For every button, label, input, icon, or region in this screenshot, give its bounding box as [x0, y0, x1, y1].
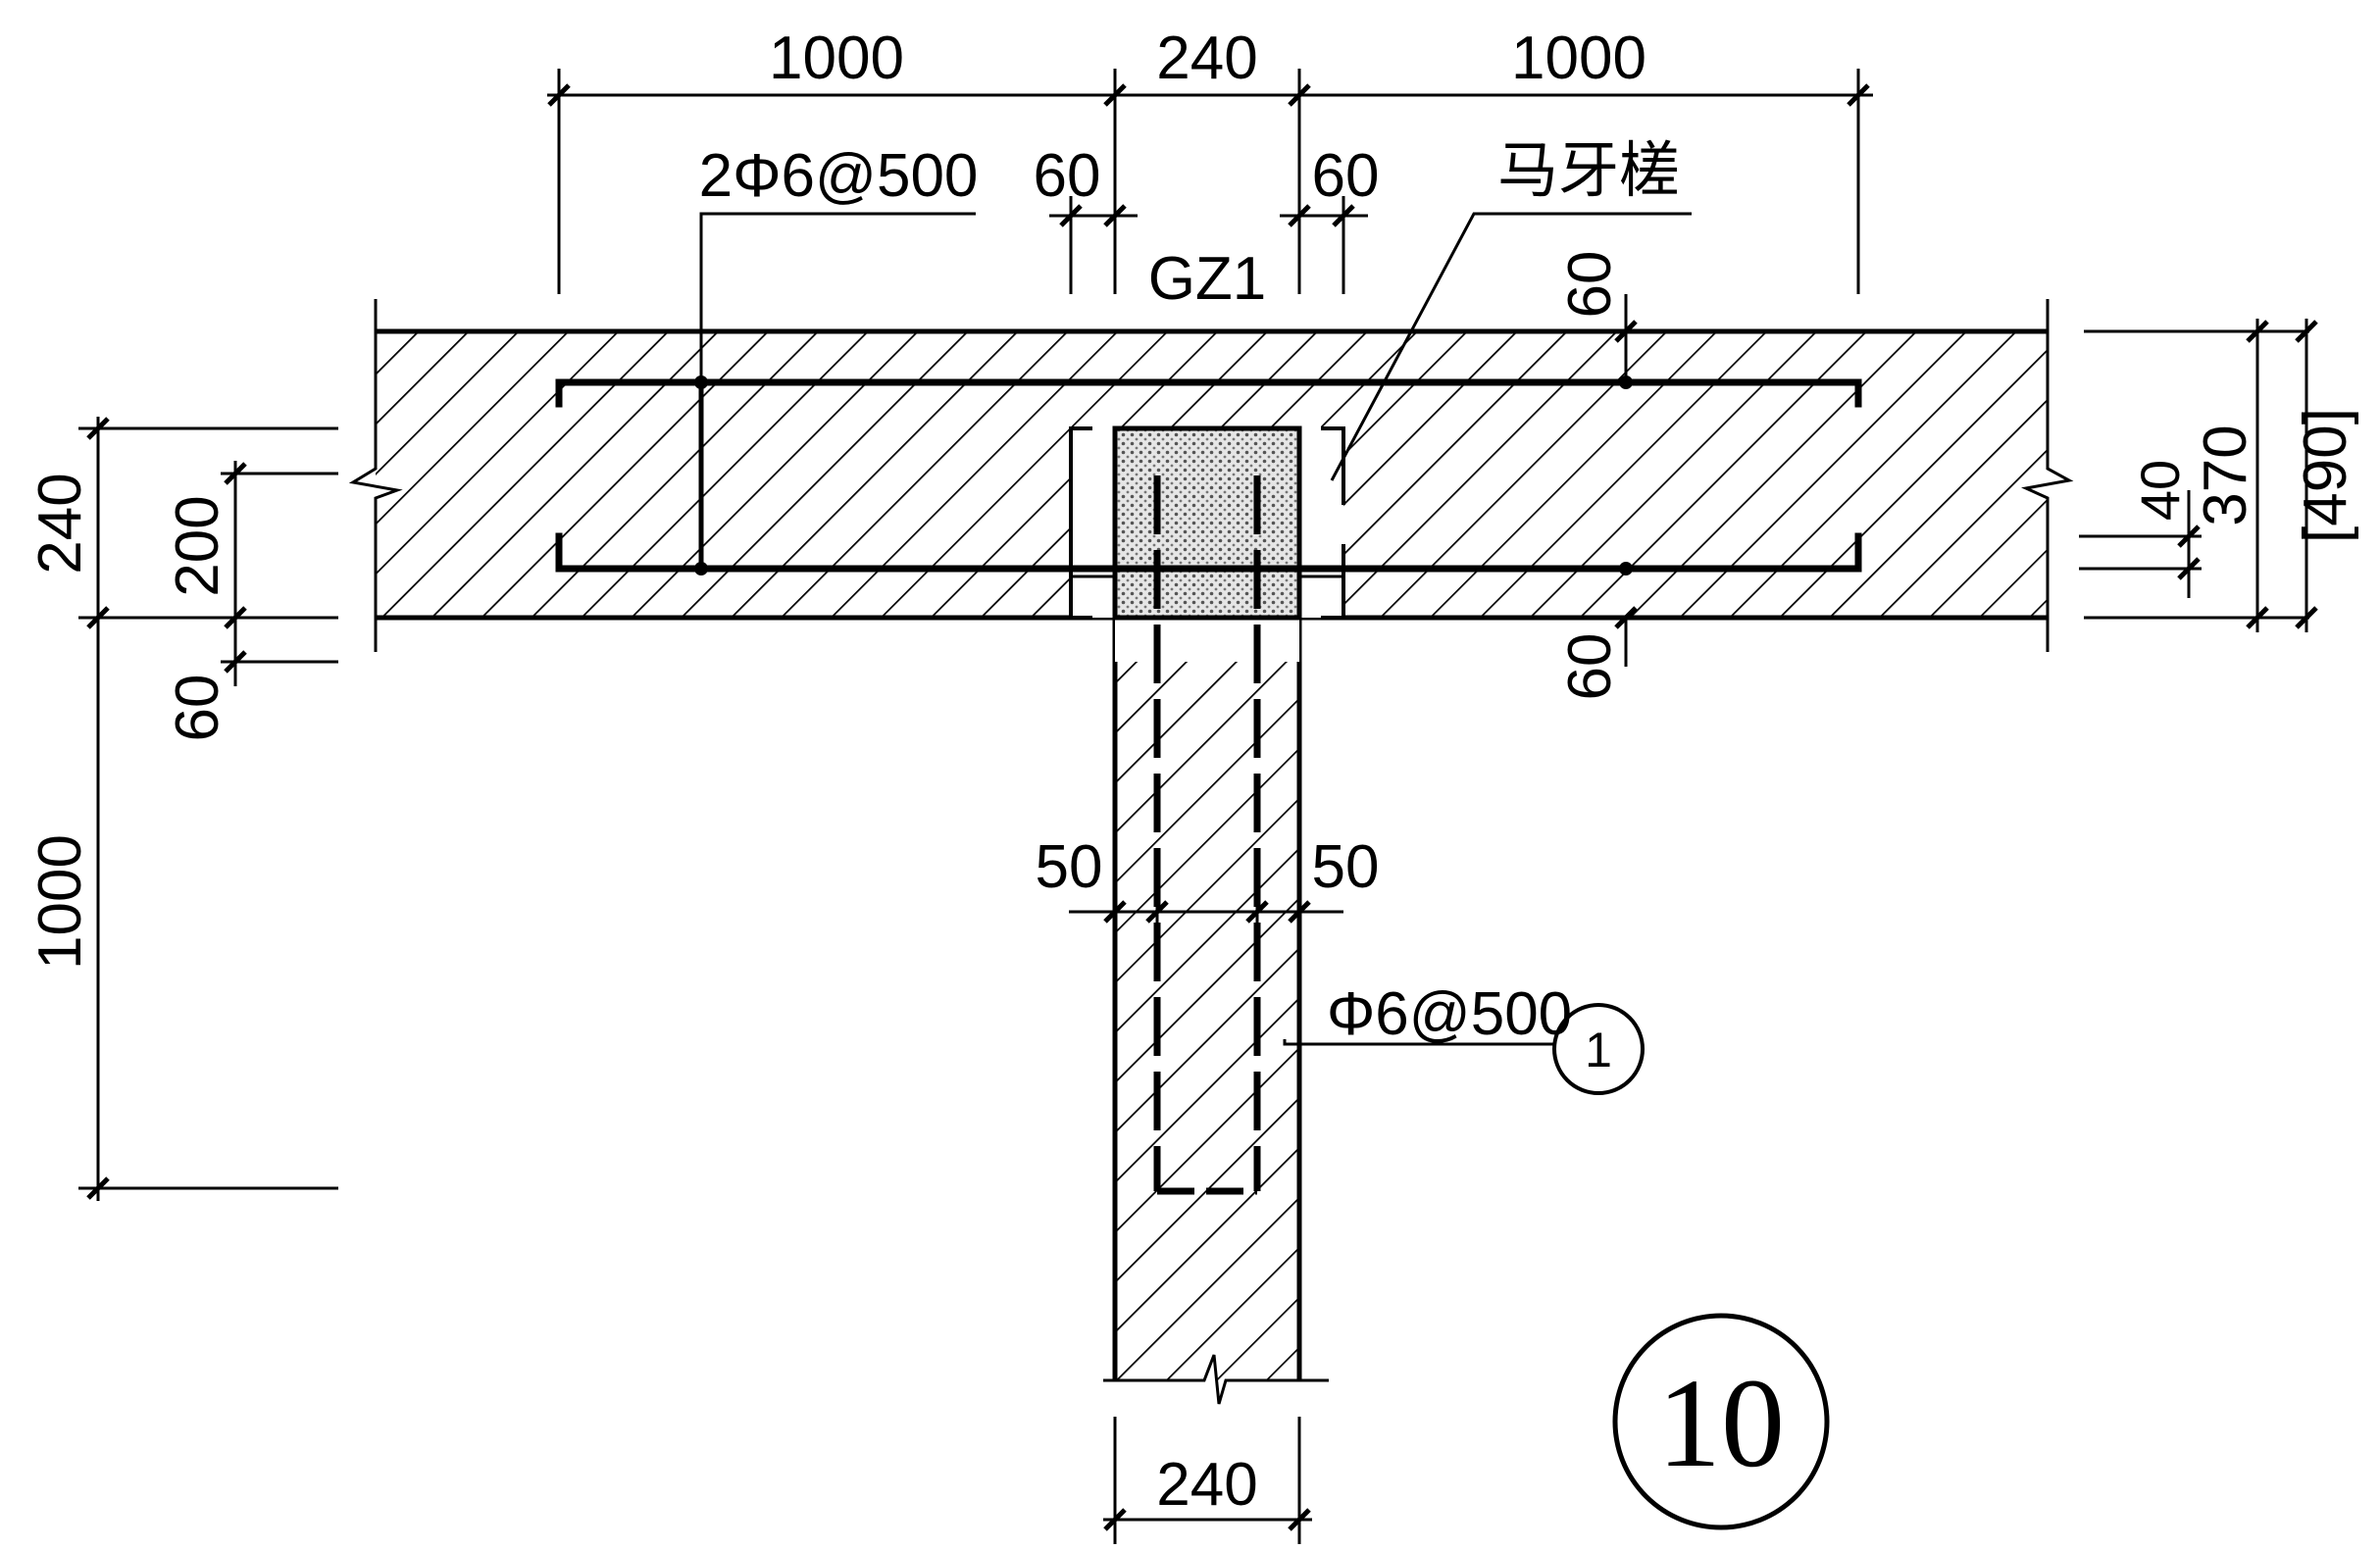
column-vertical-rebar [1153, 475, 1261, 1195]
dim-top-center-span: 240 [1156, 25, 1257, 92]
vertical-wall-leg [1112, 618, 1302, 1380]
break-marks [348, 299, 2074, 1405]
dim-left-bottom-offset: 60 [164, 675, 231, 742]
top-rebar-label: 2Φ6@500 [699, 142, 979, 210]
dim-top-right-span: 1000 [1511, 25, 1646, 92]
dimension-lines [78, 69, 2309, 1544]
constructional-column [1112, 425, 1302, 621]
dim-left-wall-thickness: 240 [26, 473, 94, 574]
dimension-ticks [86, 83, 2318, 1531]
dim-right-bottom-offset: 60 [1556, 633, 1624, 701]
horizontal-rebar [555, 378, 1862, 573]
rebar-marker: 1 [1552, 1003, 1645, 1095]
detail-number: 10 [1657, 1353, 1785, 1494]
column-label: GZ1 [1148, 245, 1267, 313]
dim-left-leg-length: 1000 [26, 834, 94, 970]
dim-bottom-width: 240 [1156, 1451, 1257, 1519]
dim-leg-left-cover: 50 [1036, 833, 1103, 901]
leg-rebar-label: Φ6@500 [1327, 980, 1572, 1048]
dim-top-right-offset: 60 [1312, 142, 1380, 210]
dim-top-left-offset: 60 [1034, 142, 1101, 210]
dim-right-inner-cover: 40 [2129, 460, 2191, 521]
detail-number-badge: 10 [1612, 1313, 1830, 1530]
dim-top-left-span: 1000 [769, 25, 904, 92]
dim-leg-right-cover: 50 [1312, 833, 1380, 901]
dim-right-wall-thickness: 370 [2192, 425, 2259, 525]
toothed-joint-label: 马牙槎 [1497, 134, 1680, 206]
dim-right-wall-thickness-alt: [490] [2292, 408, 2359, 543]
rebar-marker-number: 1 [1585, 1023, 1612, 1077]
dim-left-inner: 200 [164, 495, 231, 596]
leader-dots [694, 375, 1633, 575]
dim-right-top-offset: 60 [1556, 251, 1624, 319]
